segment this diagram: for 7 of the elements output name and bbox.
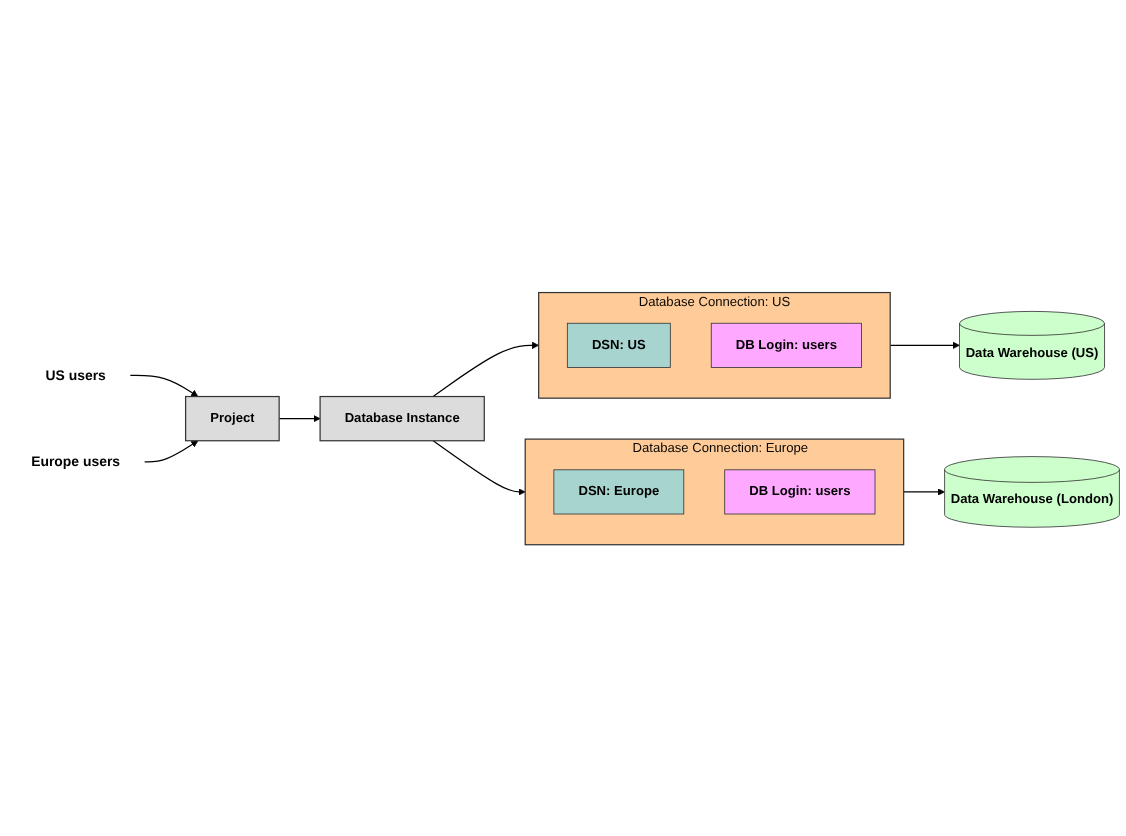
arrow [129, 374, 199, 397]
arrow [144, 439, 199, 462]
arrow [432, 341, 539, 397]
arrow [278, 414, 321, 422]
arrow [889, 341, 960, 349]
arrow [903, 487, 945, 495]
arrow [432, 439, 526, 495]
